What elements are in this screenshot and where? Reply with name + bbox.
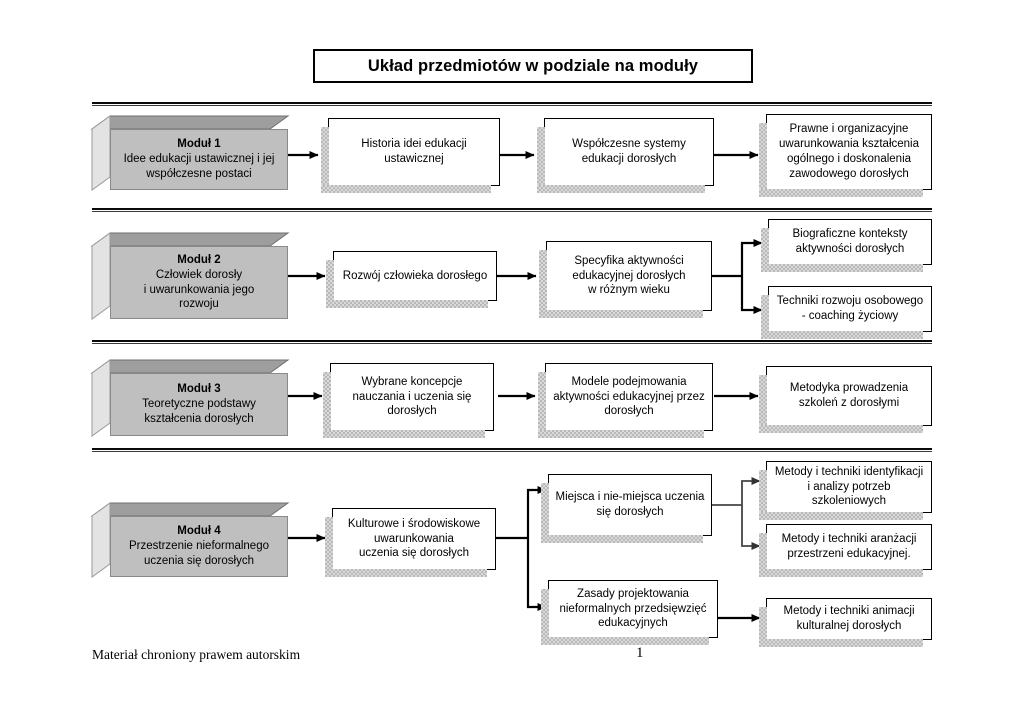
process-box-r3-b1[interactable]: Wybrane koncepcje nauczania i uczenia si… <box>323 363 494 438</box>
module-4-desc: Przestrzenie nieformalnego uczenia się d… <box>129 540 269 567</box>
branch-r4-to-b5 <box>741 505 761 550</box>
process-box-r1-b1[interactable]: Historia idei edukacji ustawicznej <box>321 118 500 193</box>
branch-r2-to-b4 <box>740 276 763 314</box>
branch-r2-to-b3 <box>740 239 763 276</box>
process-box-r1-b2[interactable]: Współczesne systemy edukacji dorosłych <box>537 118 714 193</box>
module-3-3d-shape <box>90 359 290 437</box>
module-1-face: Moduł 1 Idee edukacji ustawicznej i jej … <box>110 129 288 190</box>
process-box-r2-b4[interactable]: Techniki rozwoju osobowego - coaching ży… <box>761 286 932 339</box>
module-3-title: Moduł 3 <box>177 383 221 396</box>
section-divider-top <box>92 102 932 106</box>
module-3-desc: Teoretyczne podstawy kształcenia dorosły… <box>142 398 256 425</box>
diagram-title-box: Układ przedmiotów w podziale na moduły <box>313 49 753 83</box>
process-box-r4-b4[interactable]: Metody i techniki identyfikacji i analiz… <box>759 461 932 520</box>
module-4-3d-shape <box>90 502 290 578</box>
process-box-r3-b3[interactable]: Metodyka prowadzenia szkoleń z dorosłymi <box>759 366 932 433</box>
module-2-face: Moduł 2 Człowiek dorosły i uwarunkowania… <box>110 246 288 319</box>
section-divider-1 <box>92 208 932 212</box>
process-box-r4-b2[interactable]: Miejsca i nie-miejsca uczenia się dorosł… <box>541 474 712 543</box>
module-box-2[interactable]: Moduł 2 Człowiek dorosły i uwarunkowania… <box>90 232 290 320</box>
section-divider-3 <box>92 448 932 452</box>
module-4-face: Moduł 4 Przestrzenie nieformalnego uczen… <box>110 516 288 577</box>
process-box-r4-b1[interactable]: Kulturowe i środowiskowe uwarunkowania u… <box>325 508 496 577</box>
module-3-face: Moduł 3 Teoretyczne podstawy kształcenia… <box>110 373 288 436</box>
module-2-title: Moduł 2 <box>177 254 221 267</box>
module-1-title: Moduł 1 <box>177 138 221 151</box>
module-2-3d-shape <box>90 232 290 320</box>
page-number: 1 <box>636 645 644 661</box>
module-box-1[interactable]: Moduł 1 Idee edukacji ustawicznej i jej … <box>90 115 290 191</box>
branch-r4-to-b4 <box>741 477 761 505</box>
module-box-4[interactable]: Moduł 4 Przestrzenie nieformalnego uczen… <box>90 502 290 578</box>
copyright-note: Materiał chroniony prawem autorskim <box>92 647 301 662</box>
process-box-r4-b3[interactable]: Zasady projektowania nieformalnych przed… <box>541 580 718 645</box>
process-box-r3-b2[interactable]: Modele podejmowania aktywności edukacyjn… <box>538 363 713 438</box>
process-box-r4-b5[interactable]: Metody i techniki aranżacji przestrzeni … <box>759 524 932 577</box>
module-4-title: Moduł 4 <box>177 525 221 538</box>
process-box-r1-b3[interactable]: Prawne i organizacyjne uwarunkowania ksz… <box>759 114 932 197</box>
process-box-r4-b6[interactable]: Metody i techniki animacji kulturalnej d… <box>759 598 932 647</box>
process-box-r2-b2[interactable]: Specyfika aktywności edukacyjnej dorosły… <box>539 241 712 318</box>
process-box-r2-b3[interactable]: Biograficzne konteksty aktywności dorosł… <box>761 219 932 272</box>
module-2-desc: Człowiek dorosły i uwarunkowania jego ro… <box>143 268 255 311</box>
module-1-desc: Idee edukacji ustawicznej i jej współcze… <box>123 153 275 180</box>
module-box-3[interactable]: Moduł 3 Teoretyczne podstawy kształcenia… <box>90 359 290 437</box>
page-title: Układ przedmiotów w podziale na moduły <box>367 56 699 75</box>
process-box-r2-b1[interactable]: Rozwój człowieka dorosłego <box>326 251 497 308</box>
section-divider-2 <box>92 340 932 344</box>
